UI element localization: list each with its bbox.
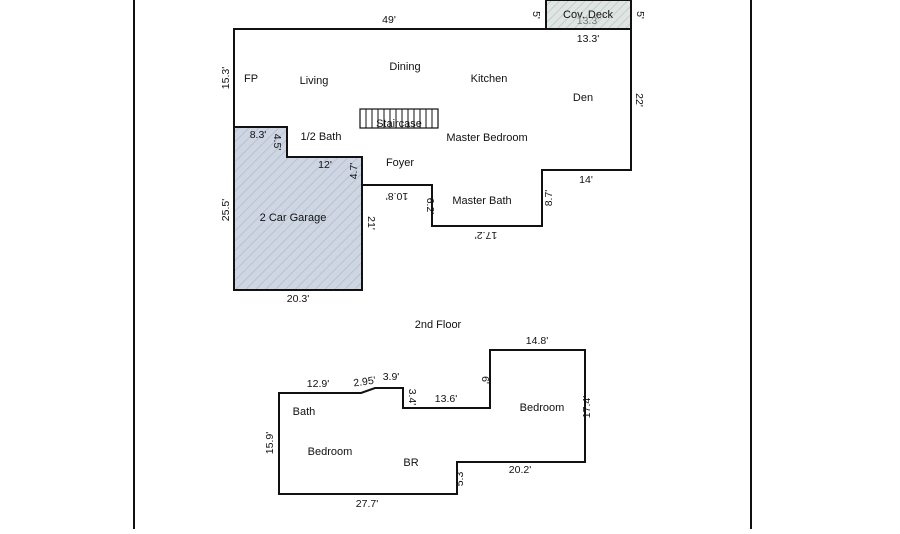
room-label-garage: 2 Car Garage [260, 212, 327, 224]
dim-garage-step-side: 4.7' [348, 163, 360, 180]
room-label-master-bath: Master Bath [452, 195, 511, 207]
dim-garage-notch: 4.5' [271, 134, 283, 151]
room-label-br: BR [403, 457, 418, 469]
dim-left: 15.3' [220, 67, 232, 89]
second-floor-outline [278, 349, 586, 495]
room-label-bedroom-left: Bedroom [308, 446, 353, 458]
room-label-cov-deck: Cov. Deck [563, 9, 613, 21]
dim-foyer-bottom: 10.8' [386, 190, 408, 202]
room-label-foyer: Foyer [386, 157, 414, 169]
room-label-den: Den [573, 92, 593, 104]
dim-top: 49' [382, 14, 396, 26]
dim-step-down: 5.3' [454, 470, 466, 487]
room-label-half-bath: 1/2 Bath [301, 131, 342, 143]
dim-bath-left: 6.2' [424, 198, 436, 215]
dim-deck-width: 13.3' [577, 33, 599, 45]
dim-top-left: 12.9' [307, 378, 329, 390]
room-label-bath: Bath [293, 406, 316, 418]
room-label-staircase: Staircase [376, 118, 422, 130]
room-label-kitchen: Kitchen [471, 73, 508, 85]
dim-garage-right: 21' [365, 216, 377, 230]
dim-top-right: 14.8' [526, 335, 548, 347]
dim-left-2f: 15.9' [264, 432, 276, 454]
dim-garage-top: 8.3' [250, 129, 267, 141]
room-label-master-bedroom: Master Bedroom [446, 132, 527, 144]
dim-deck-left: 5' [530, 11, 542, 19]
dim-angled: 2.95' [353, 375, 377, 390]
dim-garage-bottom: 20.3' [287, 293, 309, 305]
dim-middle: 13.6' [435, 393, 457, 405]
room-label-dining: Dining [389, 61, 420, 73]
room-label-fp: FP [244, 73, 258, 85]
dim-bottom-2f: 27.7' [356, 498, 378, 510]
room-label-bedroom-right: Bedroom [520, 402, 565, 414]
room-label-living: Living [300, 75, 329, 87]
dim-deck-right: 5' [634, 11, 646, 19]
dim-step-up: 6' [479, 376, 491, 384]
dim-right: 22' [633, 93, 645, 107]
dim-bottom-right: 20.2' [509, 464, 531, 476]
dim-garage-step: 12' [318, 159, 332, 171]
staircase-icon [359, 108, 439, 129]
dim-notch-top: 3.9' [383, 371, 400, 383]
second-floor-title: 2nd Floor [415, 319, 462, 331]
dim-garage-left: 25.5' [220, 199, 232, 221]
dim-den-bottom: 14' [579, 174, 593, 186]
dim-bath-right: 8.7' [543, 190, 555, 207]
dim-bath-bottom: 17.2' [475, 229, 497, 241]
dim-notch-side: 3.4' [406, 389, 418, 406]
dim-deck-width-top: 13.3' [577, 15, 599, 27]
main-floor-outline [233, 28, 632, 291]
garage-area [234, 127, 362, 290]
covered-deck [545, 0, 632, 30]
dim-right-2f: 17.4' [581, 396, 593, 418]
garage-interior-wall [234, 126, 363, 185]
